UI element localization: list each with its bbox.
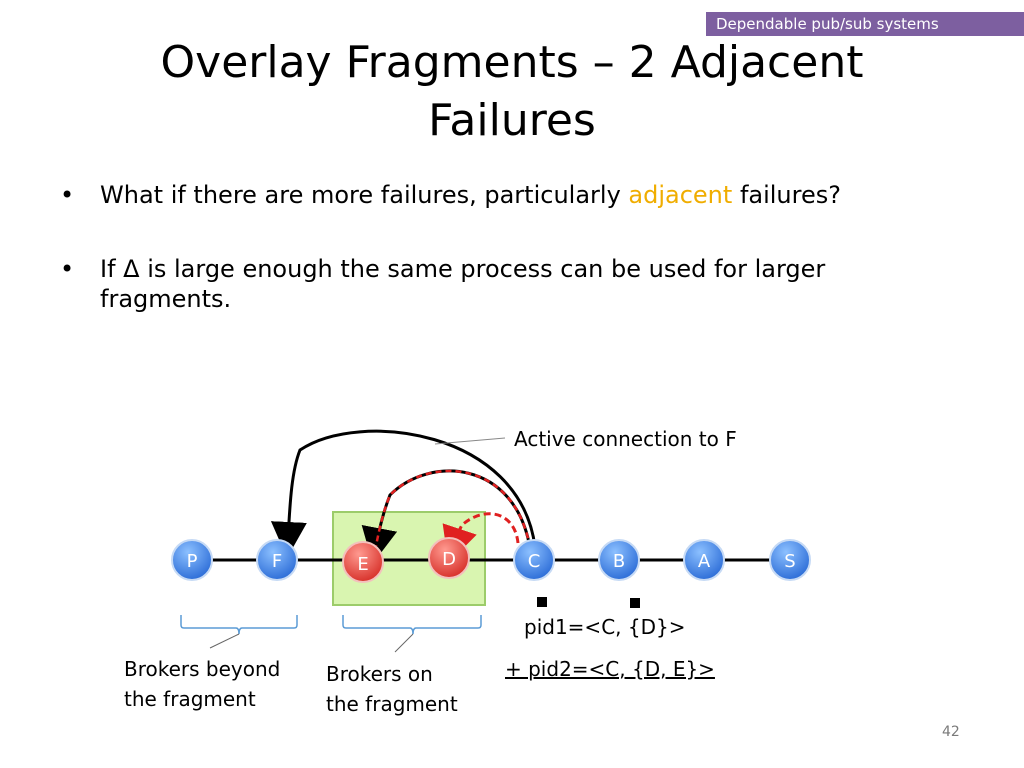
brace-beyond — [180, 615, 298, 635]
node-label-c: C — [528, 551, 541, 572]
title-line-2: Failures — [428, 95, 596, 146]
active-connection-label: Active connection to F — [514, 427, 737, 451]
brokers-on-label: Brokers on the fragment — [326, 659, 458, 719]
bullet-2-line-2: fragments. — [100, 285, 232, 313]
brokers-beyond-label: Brokers beyond the fragment — [124, 654, 280, 714]
brace-beyond-leader — [209, 633, 240, 649]
bullet-2-line-1: If Δ is large enough the same process ca… — [100, 255, 826, 283]
brokers-on-line-1: Brokers on — [326, 662, 433, 686]
title-line-1: Overlay Fragments – 2 Adjacent — [160, 37, 864, 88]
node-a: A — [683, 539, 725, 581]
node-label-a: A — [698, 551, 711, 572]
bullet-1-after: failures? — [732, 181, 841, 209]
pid2-label: + pid2=<C, {D, E}> — [505, 657, 715, 681]
node-f: F — [256, 539, 298, 581]
annotation-leader — [434, 437, 506, 445]
arc-c-to-f — [270, 429, 537, 558]
bullet-dot: • — [60, 255, 75, 283]
node-d: D — [428, 537, 470, 579]
bullet-item-2: • If Δ is large enough the same process … — [60, 254, 960, 314]
arc-c-to-e-dashed — [374, 469, 532, 549]
node-label-b: B — [613, 551, 625, 572]
brace-on-leader — [394, 633, 414, 653]
marker-square-c — [537, 597, 547, 607]
brokers-beyond-line-2: the fragment — [124, 687, 256, 711]
node-e: E — [342, 541, 384, 583]
node-c: C — [513, 539, 555, 581]
bullet-dot: • — [60, 181, 75, 209]
node-label-e: E — [357, 554, 368, 575]
node-s: S — [769, 539, 811, 581]
header-tag: Dependable pub/sub systems — [706, 12, 1024, 36]
bullet-1-before: What if there are more failures, particu… — [100, 181, 629, 209]
bullet-list: • What if there are more failures, parti… — [60, 180, 960, 358]
node-label-d: D — [442, 549, 456, 570]
node-label-s: S — [784, 551, 795, 572]
marker-square-b — [630, 598, 640, 608]
pid1-label: pid1=<C, {D}> — [524, 615, 686, 639]
brokers-beyond-line-1: Brokers beyond — [124, 657, 281, 681]
node-p: P — [171, 539, 213, 581]
node-label-p: P — [187, 551, 198, 572]
page-number: 42 — [942, 724, 960, 740]
bullet-1-highlight: adjacent — [628, 181, 733, 209]
node-label-f: F — [272, 551, 282, 572]
brokers-on-line-2: the fragment — [326, 692, 458, 716]
node-b: B — [598, 539, 640, 581]
slide-title: Overlay Fragments – 2 Adjacent Failures — [0, 34, 1024, 150]
bullet-item-1: • What if there are more failures, parti… — [60, 180, 960, 210]
brace-on — [342, 615, 482, 635]
